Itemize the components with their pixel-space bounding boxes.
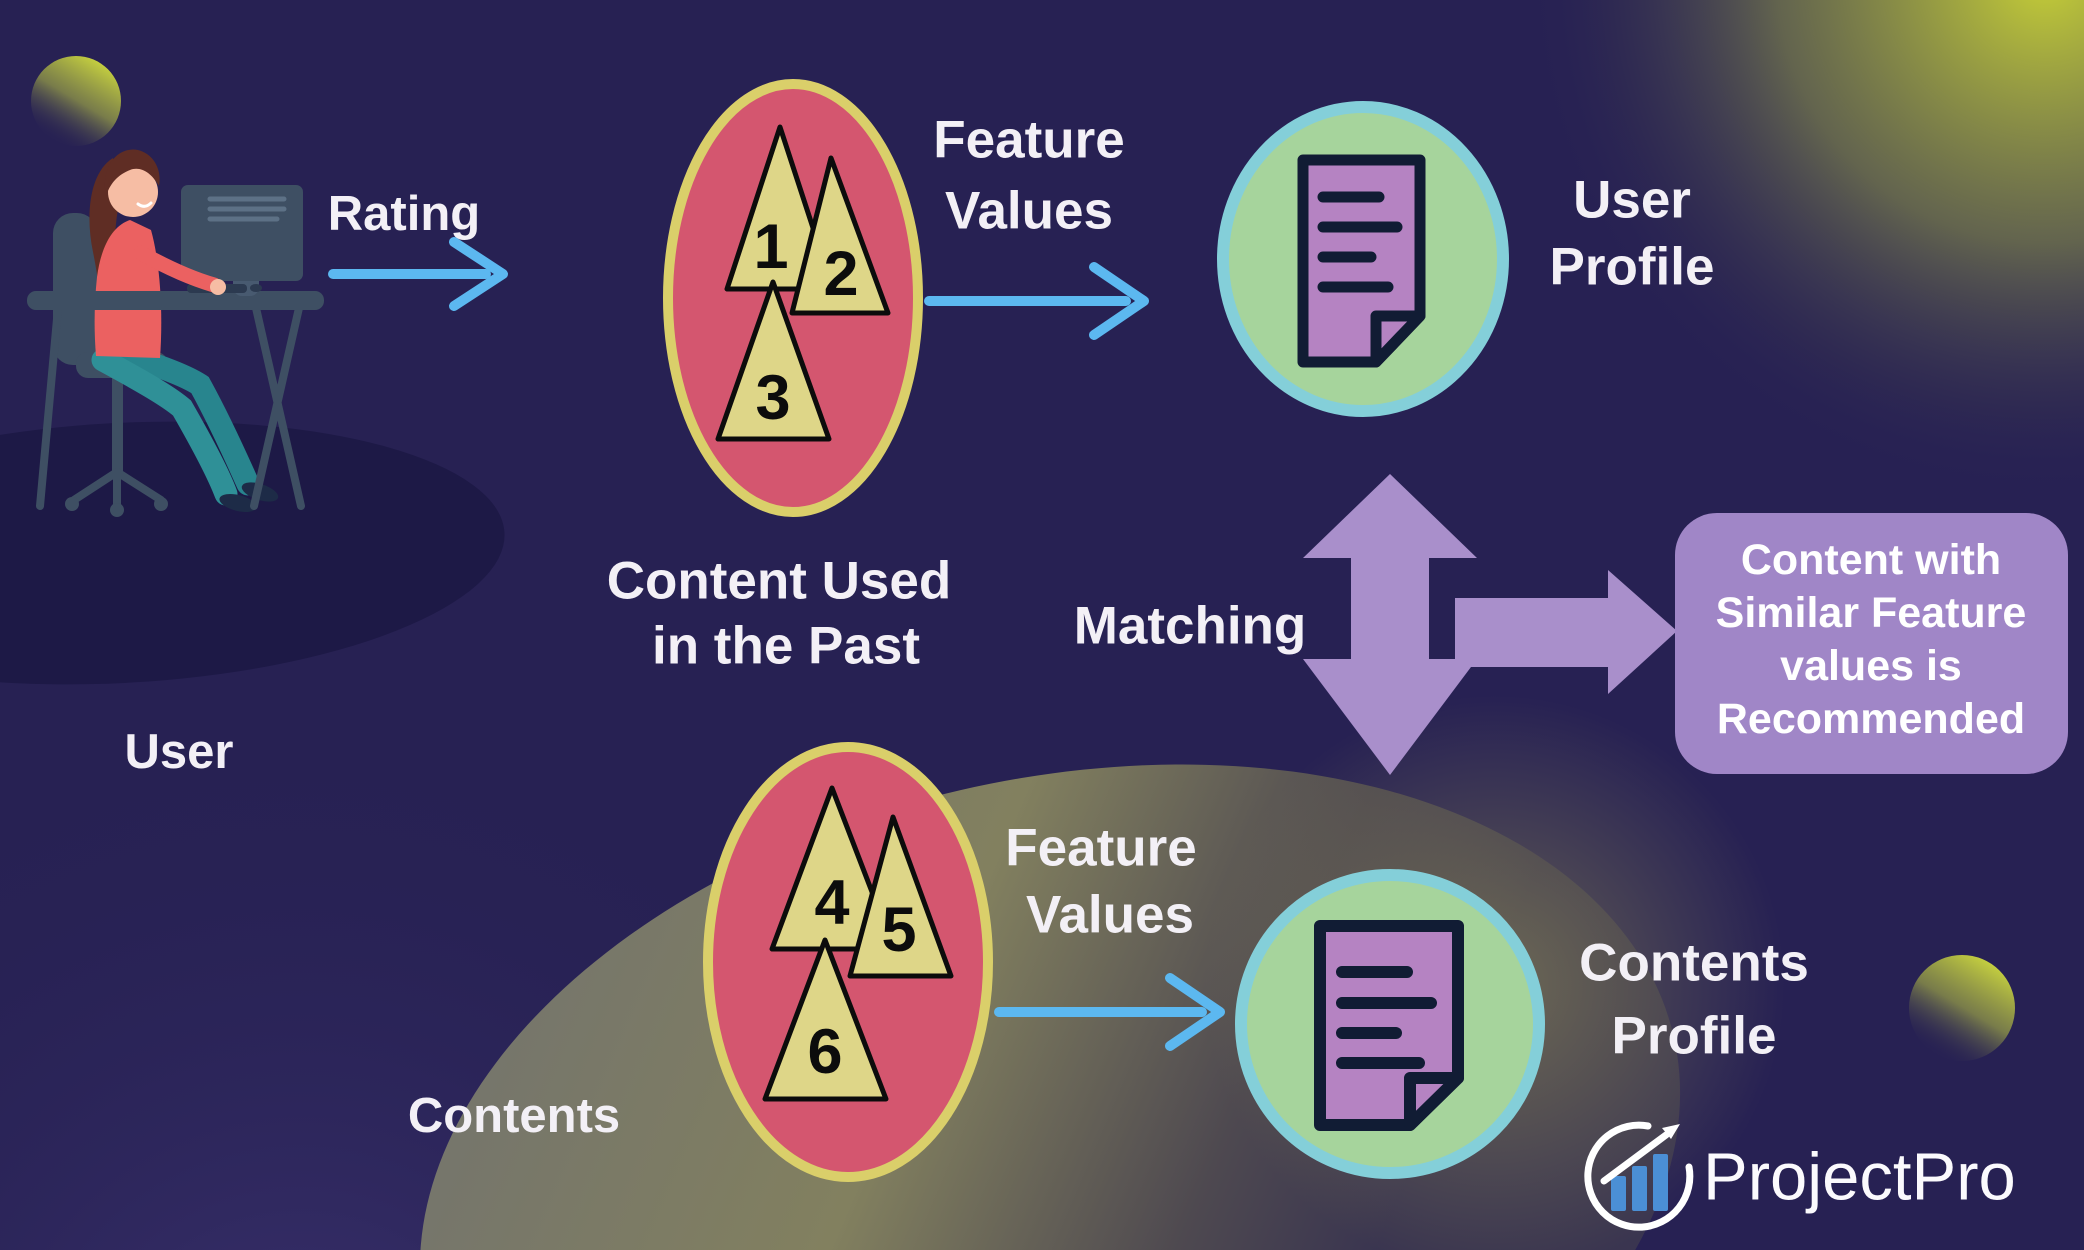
feature-values-bottom-line1: Feature [1005, 819, 1196, 878]
person-hair-top [104, 149, 160, 196]
corner-glow-top-right [1375, 0, 2084, 645]
rating-arrow [328, 237, 508, 311]
recommendation-arrow [1455, 570, 1677, 694]
deco-circle-bottom-right [1909, 955, 2015, 1061]
user-illustration [27, 149, 324, 517]
recommendation-box: Content with Similar Feature values is R… [1675, 513, 2068, 774]
chair-wheel [110, 503, 124, 517]
brand-name: ProjectPro [1703, 1140, 2016, 1215]
content-item-triangle [769, 785, 897, 952]
contents-label: Contents [408, 1089, 620, 1143]
feature-values-top-arrow [924, 262, 1149, 340]
feature-values-bottom-arrow [994, 973, 1225, 1051]
content-item-triangle [847, 814, 954, 979]
user-label: User [125, 725, 234, 779]
content-item-number: 5 [881, 895, 916, 965]
content-item-number: 2 [823, 239, 858, 309]
content-item-triangle [762, 937, 889, 1102]
feature-values-top-line2: Values [945, 182, 1113, 241]
logo-arrowhead-icon [1662, 1124, 1680, 1139]
feature-values-bottom-line2: Values [1026, 886, 1194, 945]
contents-profile-label-line2: Profile [1612, 1007, 1777, 1066]
chair-post [112, 376, 123, 476]
recommendation-line3: values is [1780, 642, 1962, 690]
desk-top [27, 291, 324, 310]
person-smile [136, 201, 153, 208]
matching-label: Matching [1074, 597, 1307, 656]
deco-circle-top-left [31, 56, 121, 146]
recommendation-line1: Content with [1741, 536, 2001, 584]
chair-wheel [65, 497, 79, 511]
person-shoe-near [219, 493, 257, 513]
contents-profile-label-line1: Contents [1579, 934, 1809, 993]
user-profile-label-line1: User [1573, 171, 1691, 230]
person-leg-near [91, 348, 238, 506]
content-item-triangle [715, 279, 832, 442]
logo-bar [1653, 1154, 1668, 1211]
content-item-number: 4 [814, 868, 849, 938]
chair-back [53, 213, 97, 365]
logo-bar [1632, 1166, 1647, 1211]
logo-growth-arrow [1600, 1131, 1670, 1185]
content-item-number: 6 [807, 1017, 842, 1087]
recommendation-line4: Recommended [1717, 695, 2025, 743]
content-item-number: 1 [753, 212, 788, 282]
mouse [250, 284, 262, 292]
person-leg-far [100, 340, 260, 496]
content-item-triangle [789, 155, 891, 316]
chair-wheel [154, 497, 168, 511]
recommendation-box-bg [1675, 513, 2068, 774]
person-arm [133, 245, 222, 293]
desk-leg-left [36, 304, 62, 510]
monitor-screen-lines [207, 196, 287, 222]
user-profile-group [1217, 101, 1509, 417]
rating-label: Rating [328, 187, 480, 241]
logo-ring [1584, 1121, 1694, 1231]
contents-profile-group [1235, 869, 1545, 1179]
desk-legs-right [250, 304, 305, 510]
recommendation-line2: Similar Feature [1716, 589, 2027, 637]
matching-double-arrow [1303, 474, 1477, 775]
content-used-label-line2: in the Past [652, 617, 920, 676]
projectpro-logo: ProjectPro [1584, 1121, 2016, 1231]
contents-group: 4 5 6 [703, 742, 993, 1182]
person-head [108, 167, 158, 217]
document-icon [1314, 920, 1464, 1131]
chair-legs [70, 468, 165, 510]
content-used-group: 1 2 3 [663, 79, 923, 517]
content-item-number: 3 [755, 363, 790, 433]
person-hand [210, 279, 226, 295]
content-used-label-line1: Content Used [607, 552, 952, 611]
logo-bar [1611, 1176, 1626, 1211]
feature-values-top-line1: Feature [933, 111, 1124, 170]
floor-shadow-ellipse [0, 421, 505, 685]
user-profile-label-line2: Profile [1550, 238, 1715, 297]
document-icon [1297, 154, 1426, 368]
